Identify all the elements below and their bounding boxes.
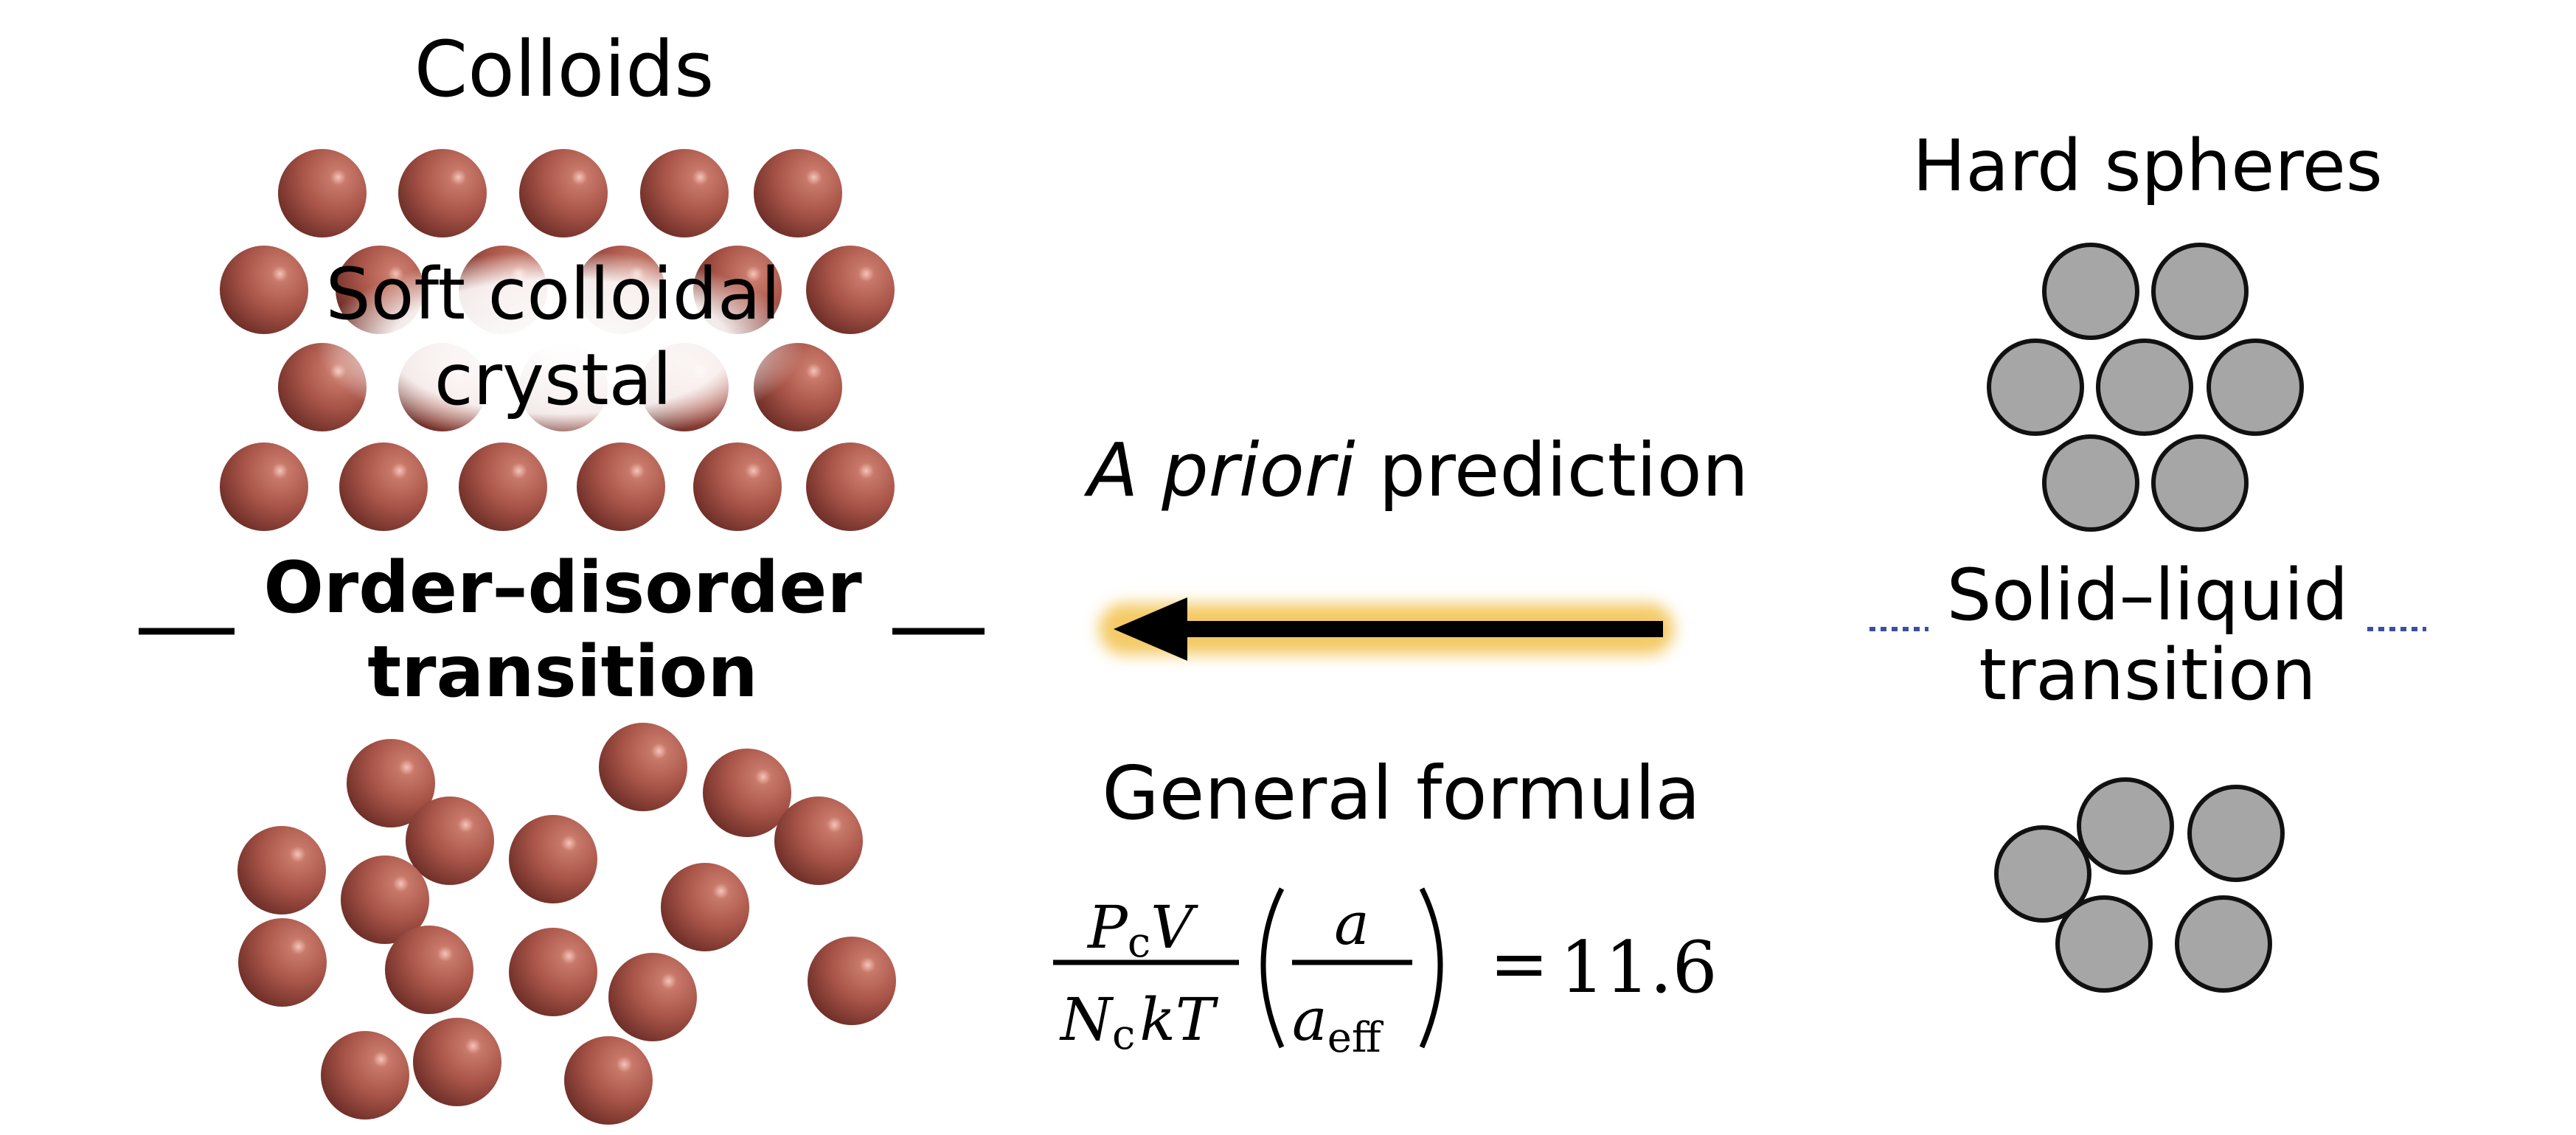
colloid-sphere: [577, 442, 665, 531]
hard-sphere: [2151, 434, 2249, 532]
colloid-sphere: [278, 149, 367, 237]
colloid-sphere: [339, 442, 428, 531]
formula-heading: General formula: [1102, 750, 1700, 836]
colloid-sphere: [341, 855, 429, 944]
colloid-sphere: [599, 723, 687, 811]
colloids-panel: Colloids Soft colloidal crystal Order–di…: [139, 24, 985, 1125]
arrow-head: [1114, 597, 1187, 661]
formula-N-sub: c: [1112, 1011, 1135, 1059]
general-formula: PcV NckT a aeff = 11.6: [1053, 887, 1718, 1062]
prediction-arrow: [1099, 597, 1674, 661]
formula-value: 11.6: [1560, 926, 1718, 1009]
formula-a-eff: a: [1292, 985, 1327, 1054]
svg-text:NckT: NckT: [1059, 985, 1219, 1059]
solid-liquid-line1: Solid–liquid: [1947, 554, 2349, 636]
solid-liquid-line2: transition: [1979, 634, 2316, 716]
svg-text:aeff: aeff: [1292, 985, 1384, 1062]
colloid-sphere: [238, 918, 327, 1007]
order-disorder-transition: Order–disorder transition: [139, 546, 985, 713]
colloid-sphere: [406, 796, 494, 885]
solid-liquid-transition: Solid–liquid transition: [1869, 554, 2426, 716]
formula-a: a: [1334, 889, 1369, 958]
colloid-sphere: [220, 442, 308, 531]
formula-equals: =: [1490, 923, 1549, 1005]
formula-P: P: [1086, 893, 1128, 962]
colloids-title: Colloids: [414, 24, 715, 114]
hard-sphere: [2175, 895, 2272, 993]
crystal-label: Soft colloidal crystal: [326, 253, 781, 421]
colloid-sphere: [806, 442, 895, 531]
transition-label-line2: transition: [367, 631, 758, 713]
formula-paren-left: [1260, 887, 1285, 1049]
hard-sphere: [2096, 339, 2193, 436]
colloid-sphere: [413, 1018, 501, 1106]
colloid-sphere: [385, 926, 473, 1014]
hard-sphere: [2055, 895, 2153, 993]
prediction-italic: A priori: [1083, 427, 1355, 513]
hard-sphere: [2042, 434, 2139, 532]
colloid-sphere: [459, 442, 547, 531]
colloid-sphere: [509, 815, 597, 903]
prediction-rest: prediction: [1355, 427, 1749, 513]
formula-a-eff-sub: eff: [1327, 1014, 1384, 1062]
colloid-sphere: [693, 442, 782, 531]
colloid-sphere: [640, 149, 729, 237]
colloid-sphere: [608, 953, 697, 1041]
hard-sphere: [2207, 339, 2304, 436]
colloid-sphere: [808, 937, 896, 1025]
hard-sphere: [2042, 243, 2139, 340]
colloid-sphere: [398, 149, 487, 237]
formula-N: N: [1059, 985, 1114, 1054]
transition-label-line1: Order–disorder: [263, 546, 862, 629]
colloid-sphere: [754, 149, 842, 237]
prediction-label: A priori prediction: [1083, 427, 1749, 513]
prediction-panel: A priori prediction General formula PcV …: [1053, 427, 1749, 1062]
formula-paren-right: [1419, 887, 1443, 1049]
formula-kT: kT: [1139, 985, 1218, 1054]
hard-spheres-panel: Hard spheres Solid–liquid transition: [1869, 125, 2426, 993]
formula-P-sub: c: [1128, 919, 1150, 967]
crystal-label-line2: crystal: [434, 339, 672, 421]
colloid-sphere: [806, 246, 895, 334]
soft-colloidal-crystal: [220, 149, 895, 531]
hard-spheres-title: Hard spheres: [1912, 125, 2383, 207]
hard-sphere: [2077, 777, 2174, 875]
svg-text:PcV: PcV: [1086, 893, 1198, 967]
colloid-sphere: [661, 863, 749, 951]
colloid-sphere: [237, 826, 326, 914]
hard-sphere: [2187, 785, 2285, 882]
crystal-label-line1: Soft colloidal: [326, 253, 781, 336]
colloid-sphere: [703, 749, 791, 837]
colloid-sphere: [519, 149, 608, 237]
colloid-sphere: [509, 928, 597, 1016]
colloid-sphere: [564, 1036, 653, 1125]
colloid-sphere: [774, 796, 863, 885]
hard-sphere: [2151, 243, 2249, 340]
hard-sphere: [1994, 825, 2091, 923]
hard-sphere: [1987, 339, 2084, 436]
crystal-label-halo: [317, 251, 804, 442]
formula-V: V: [1150, 893, 1198, 962]
colloid-sphere: [347, 739, 435, 827]
disordered-colloids: [237, 723, 896, 1125]
colloid-sphere: [321, 1031, 409, 1120]
hard-sphere-liquid: [1994, 777, 2285, 993]
colloid-sphere: [220, 246, 308, 334]
hard-sphere-solid: [1987, 243, 2304, 532]
